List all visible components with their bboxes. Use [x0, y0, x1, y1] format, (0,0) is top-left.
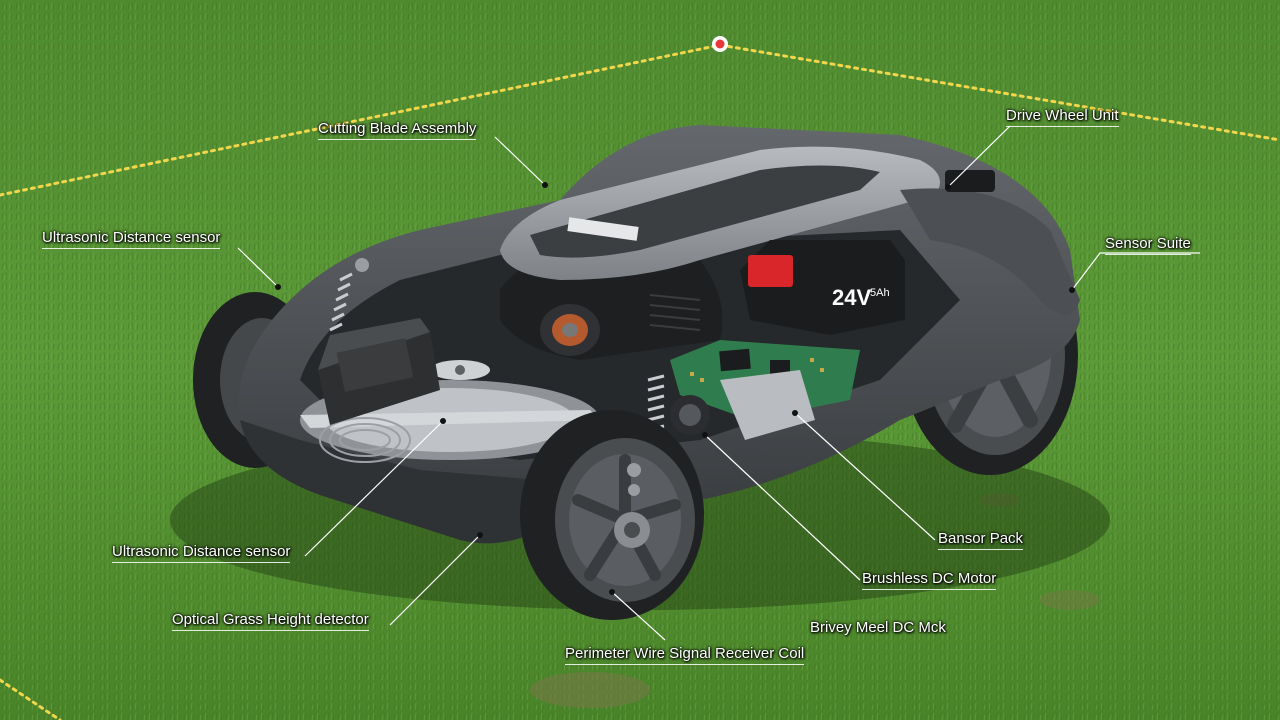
label-perimeter-wire: Perimeter Wire Signal Receiver Coil	[565, 645, 805, 665]
label-drive-wheel: Drive Wheel Unit	[1006, 107, 1119, 127]
label-sensor-suite: Sensor Suite	[1105, 235, 1191, 255]
label-ultrasonic-bottom: Ultrasonic Distance sensor	[112, 543, 291, 563]
leader-lines	[237, 125, 1200, 641]
battery-voltage: 24V	[832, 285, 871, 310]
brushless-motor	[500, 258, 723, 360]
dirt-patch	[980, 493, 1020, 507]
front-bumper	[240, 420, 560, 544]
leader-dots	[275, 182, 1075, 595]
front-wheel	[520, 410, 704, 620]
rear-fender	[900, 188, 1080, 315]
drive-gearbox	[670, 370, 815, 440]
top-cover	[500, 146, 940, 280]
label-brushless-motor: Brushless DC Motor	[862, 570, 997, 590]
perimeter-marker-dot	[715, 39, 725, 49]
cutting-blade-coil	[319, 417, 411, 463]
cover-light-bar	[567, 217, 639, 241]
ultrasonic-sensor	[318, 318, 440, 425]
drive-wheel-vent	[945, 170, 995, 192]
battery-capacity: 5Ah	[870, 287, 890, 299]
label-brivey-meel: Brivey Meel DC Mck	[810, 619, 946, 636]
label-cutting-blade: Cutting Blade Assembly	[318, 120, 477, 140]
battery-latch	[748, 255, 793, 287]
label-bansor-pack: Bansor Pack	[938, 530, 1024, 550]
dirt-patch	[530, 672, 650, 708]
suspension-spring	[329, 272, 353, 332]
battery-pack: 24V 5Ah	[740, 240, 905, 335]
perimeter-wire	[0, 678, 62, 720]
label-optical-grass: Optical Grass Height detector	[172, 611, 369, 631]
label-ultrasonic-top: Ultrasonic Distance sensor	[42, 229, 221, 249]
dirt-patch	[1040, 590, 1100, 610]
